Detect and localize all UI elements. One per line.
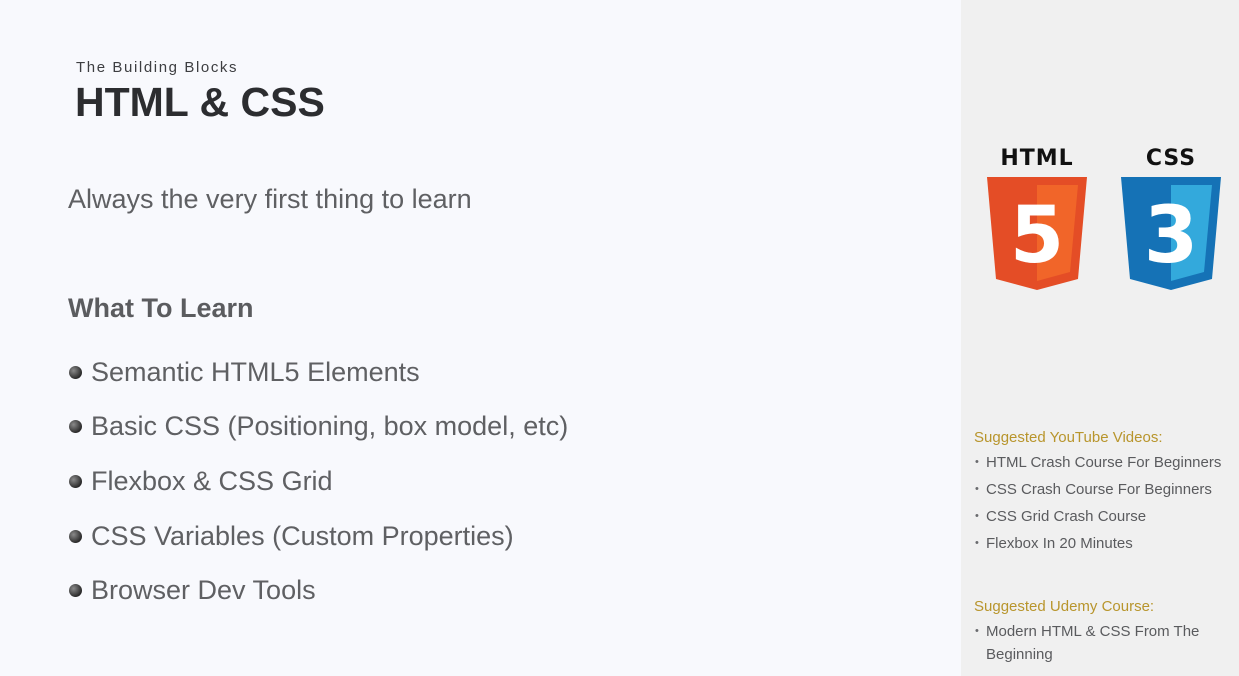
what-to-learn-heading: What To Learn — [68, 293, 254, 323]
html5-logo-icon: 5 — [987, 177, 1087, 290]
youtube-video-link[interactable]: CSS Grid Crash Course — [975, 505, 1235, 528]
learn-item-label: Browser Dev Tools — [91, 575, 316, 606]
bullet-icon — [69, 529, 82, 543]
svg-text:3: 3 — [1144, 191, 1198, 281]
youtube-video-link[interactable]: Flexbox In 20 Minutes — [975, 532, 1235, 555]
css3-logo-label: CSS — [1145, 146, 1197, 171]
udemy-course-list: Modern HTML & CSS From The Beginning — [975, 620, 1225, 666]
bullet-icon — [69, 474, 82, 488]
learn-item-label: CSS Variables (Custom Properties) — [91, 520, 514, 551]
udemy-course-heading: Suggested Udemy Course: — [974, 598, 1155, 615]
learn-item: Browser Dev Tools — [68, 563, 568, 618]
learn-item: Flexbox & CSS Grid — [68, 454, 568, 509]
learn-item: Basic CSS (Positioning, box model, etc) — [68, 400, 568, 455]
bullet-icon — [69, 420, 82, 434]
youtube-videos-list: HTML Crash Course For Beginners CSS Cras… — [975, 451, 1235, 559]
slide-main: The Building Blocks HTML & CSS Always th… — [68, 59, 569, 618]
youtube-video-link[interactable]: CSS Crash Course For Beginners — [975, 478, 1235, 501]
youtube-videos-heading: Suggested YouTube Videos: — [974, 429, 1163, 446]
udemy-course-link[interactable]: Modern HTML & CSS From The Beginning — [975, 620, 1225, 666]
slide-eyebrow: The Building Blocks — [76, 59, 239, 76]
what-to-learn-list: Semantic HTML5 Elements Basic CSS (Posit… — [68, 345, 568, 618]
bullet-icon — [69, 365, 82, 379]
css3-logo: CSS 3 — [1121, 148, 1221, 295]
resources-sidebar — [961, 0, 1239, 676]
svg-text:5: 5 — [1010, 191, 1064, 281]
learn-item: CSS Variables (Custom Properties) — [68, 509, 568, 564]
css3-logo-icon: 3 — [1121, 177, 1221, 290]
learn-item-label: Flexbox & CSS Grid — [91, 465, 333, 496]
youtube-video-link[interactable]: HTML Crash Course For Beginners — [975, 451, 1235, 474]
learn-item-label: Semantic HTML5 Elements — [91, 356, 420, 387]
learn-item-label: Basic CSS (Positioning, box model, etc) — [91, 411, 569, 442]
learn-item: Semantic HTML5 Elements — [68, 345, 568, 400]
slide-tagline: Always the very first thing to learn — [68, 184, 472, 214]
bullet-icon — [69, 584, 82, 598]
html5-logo-label: HTML — [1000, 146, 1074, 171]
html5-logo: HTML 5 — [987, 148, 1087, 295]
slide-title: HTML & CSS — [75, 79, 325, 125]
